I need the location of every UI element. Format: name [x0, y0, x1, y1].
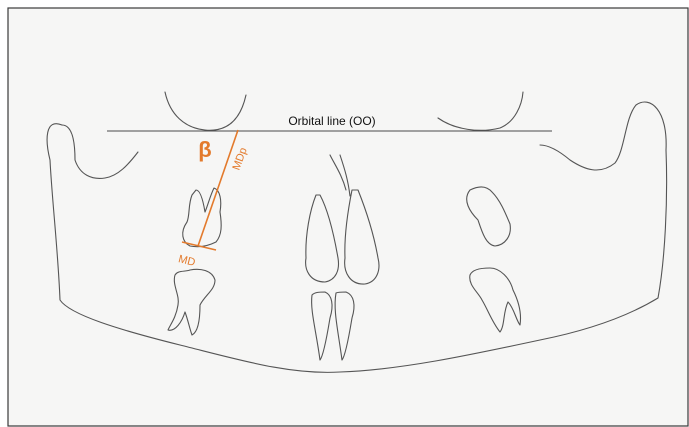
paper-frame: [8, 8, 688, 426]
orbital-line-label: Orbital line (OO): [288, 114, 375, 128]
beta-angle-label: β: [198, 137, 211, 162]
